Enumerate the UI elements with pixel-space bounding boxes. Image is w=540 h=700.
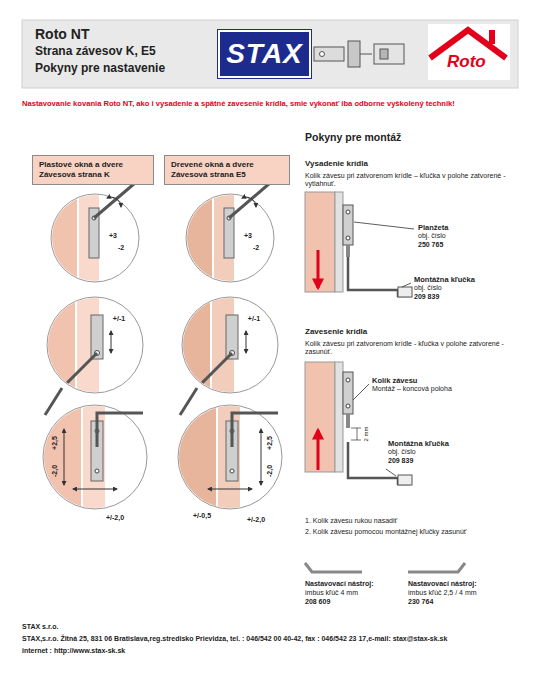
detail-e5-2 (180, 297, 278, 415)
dimension-label: +2,5 (51, 436, 59, 450)
dimension-label: 2 mm (363, 427, 370, 442)
detail-k-3 (43, 405, 147, 509)
warning-note: Nastavovanie kovania Roto NT, ako i vysa… (22, 99, 455, 108)
tool-heading: Nastavovací nástroj: (305, 580, 373, 588)
order-number: 208 609 (305, 598, 330, 606)
instruction-text: Kolík závesu pri zatvorenom krídle – kľu… (305, 172, 515, 189)
section-heading: Pokyny pre montáž (305, 131, 401, 144)
dimension-label: -2,0 (266, 465, 274, 477)
note-text: Montáž – koncová poloha (372, 385, 452, 393)
company-name: STAX s.r.o. (22, 623, 58, 631)
dimension-label: +/-0,5 (193, 512, 211, 520)
box-text: Závesová strana E5 (171, 170, 283, 180)
tool-name: imbus kľúč 4 mm (305, 589, 358, 597)
order-label: obj. číslo (388, 448, 416, 456)
tool-name: imbus kľúč 2,5 / 4 mm (408, 589, 477, 597)
allen-key-4 (305, 563, 362, 572)
part-name: Planžeta (418, 223, 448, 232)
instruction-text: Kolík závesu pri zatvorenom krídle - kľu… (305, 340, 515, 357)
step-text: 2. Kolík závesu pomocou montážnej kľučky… (305, 528, 466, 536)
dimension-label: -2 (118, 244, 124, 252)
dimension-label: +3 (244, 232, 252, 240)
dimension-label: +/-2,0 (247, 516, 265, 524)
part-name: Montážna kľučka (388, 439, 449, 448)
dimension-label: +/-1 (113, 315, 125, 323)
dimension-label: +3 (109, 232, 117, 240)
step-heading: Zavesenie krídla (305, 327, 367, 337)
subtitle: Pokyny pre nastavenie (35, 61, 165, 75)
box-text: Závesová strana K (39, 170, 147, 180)
hinge-icons (314, 41, 404, 67)
order-number: 250 765 (418, 241, 443, 249)
order-label: obj. číslo (418, 232, 446, 240)
dimension-label: +2,5 (266, 436, 274, 450)
part-name: Kolík závesu (372, 376, 417, 385)
step-heading: Vysadenie krídla (305, 159, 368, 169)
box-text: Drevené okná a dvere (171, 160, 283, 170)
detail-e5-3 (178, 405, 282, 509)
allen-key-25-4 (408, 563, 465, 572)
detail-e5-1 (186, 183, 274, 282)
subtitle: Strana závesov K, E5 (35, 44, 156, 58)
box-text: STAX (226, 38, 303, 70)
tool-heading: Nastavovací nástroj: (408, 580, 476, 588)
unhinge-drawing (305, 192, 414, 297)
page-title: Roto NT (35, 26, 89, 42)
dimension-label: -2 (253, 244, 259, 252)
order-number: 209 839 (414, 293, 439, 301)
company-address: STAX,s.r.o. Žitná 25, 831 06 Bratislava,… (22, 635, 447, 643)
order-number: 230 764 (408, 598, 433, 606)
roto-logo (428, 24, 510, 80)
dimension-label: -2,0 (51, 465, 59, 477)
logo-text: Roto (447, 52, 486, 72)
header-band (22, 20, 518, 88)
dimension-label: +/-2,0 (106, 514, 124, 522)
box-text: Plastové okná a dvere (39, 160, 147, 170)
detail-k-1 (51, 183, 139, 282)
detail-k-2 (45, 297, 143, 415)
order-number: 209 839 (388, 457, 413, 465)
step-text: 1. Kolík závesu rukou nasadiť (305, 517, 397, 525)
logo-box: STAX (218, 30, 311, 78)
company-web: internet : http://www.stax-sk.sk (22, 647, 125, 655)
part-name: Montážna kľučka (414, 275, 475, 284)
dimension-label: +/-1 (248, 315, 260, 323)
heading-box: Drevené okná a dvereZávesová strana E5 (164, 155, 290, 185)
heading-box: Plastové okná a dvereZávesová strana K (32, 155, 154, 185)
order-label: obj. číslo (414, 284, 442, 292)
